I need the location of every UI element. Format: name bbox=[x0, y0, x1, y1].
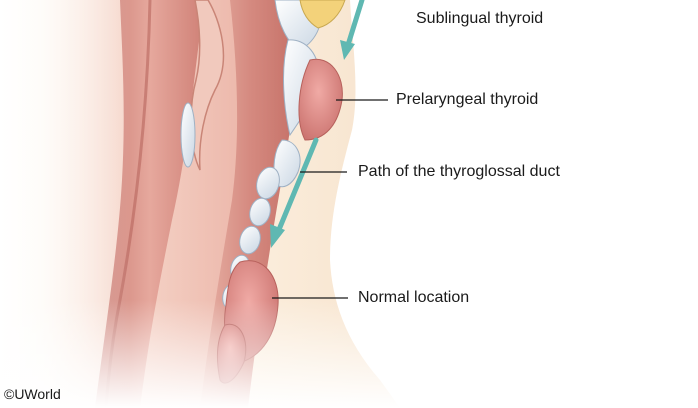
arytenoid-cartilage bbox=[180, 102, 196, 168]
epiglottis bbox=[190, 0, 225, 171]
duct-arrows bbox=[270, 0, 365, 248]
tracheal-ring bbox=[249, 197, 271, 227]
leader-lines bbox=[272, 99, 388, 299]
copyright-notice: ©UWorld bbox=[4, 386, 61, 402]
label-duct-path: Path of the thyroglossal duct bbox=[358, 163, 560, 180]
arrow-upper-shaft bbox=[345, 0, 365, 48]
label-prelaryngeal-thyroid: Prelaryngeal thyroid bbox=[396, 91, 539, 108]
tracheal-ring bbox=[239, 225, 261, 255]
fade-bottom bbox=[0, 300, 400, 408]
label-sublingual-thyroid: Sublingual thyroid bbox=[416, 10, 544, 27]
label-normal-location: Normal location bbox=[358, 289, 470, 306]
cricoid-cartilage bbox=[273, 139, 301, 188]
arrow-upper-head bbox=[340, 40, 355, 60]
arrow-lower-head bbox=[270, 224, 285, 248]
prelaryngeal-thyroid bbox=[298, 58, 343, 141]
tongue-base bbox=[299, 0, 346, 29]
arrow-lower-shaft bbox=[275, 137, 319, 235]
